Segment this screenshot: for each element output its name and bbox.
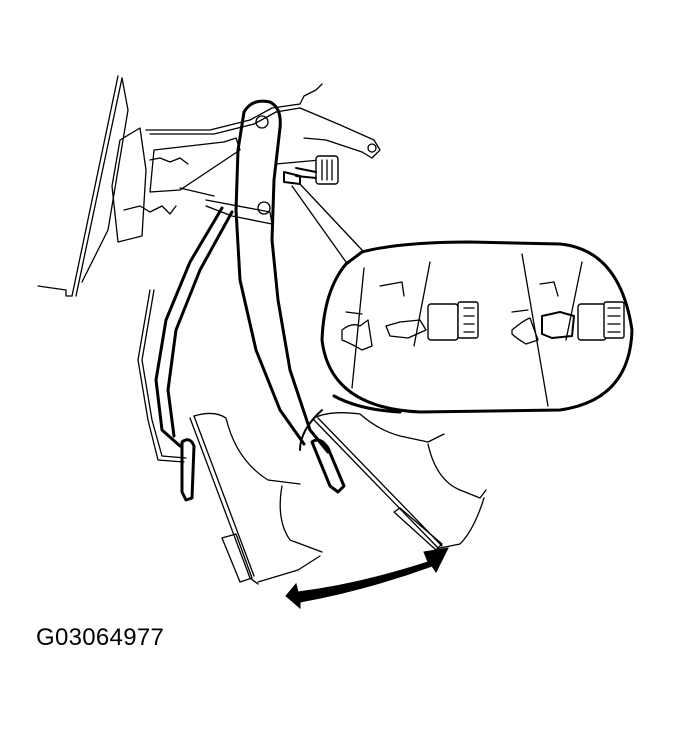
foot-right-position: [310, 412, 487, 551]
stop-lamp-switch: [275, 155, 339, 185]
figure-id-label: G03064977: [36, 624, 165, 651]
double-arrow-icon: [285, 547, 449, 610]
switch-before-install: [341, 261, 479, 389]
callout-leader: [291, 183, 363, 263]
pedal-arm-upper: [205, 99, 330, 454]
callout-bubble: [320, 240, 634, 414]
pedal-contours: [299, 394, 402, 451]
pedal-arm-lower: [137, 206, 234, 463]
switch-installed: [511, 253, 625, 407]
pedal-bracket: [111, 83, 381, 243]
foot-left-position: [180, 412, 323, 585]
firewall-panel: [37, 75, 129, 297]
